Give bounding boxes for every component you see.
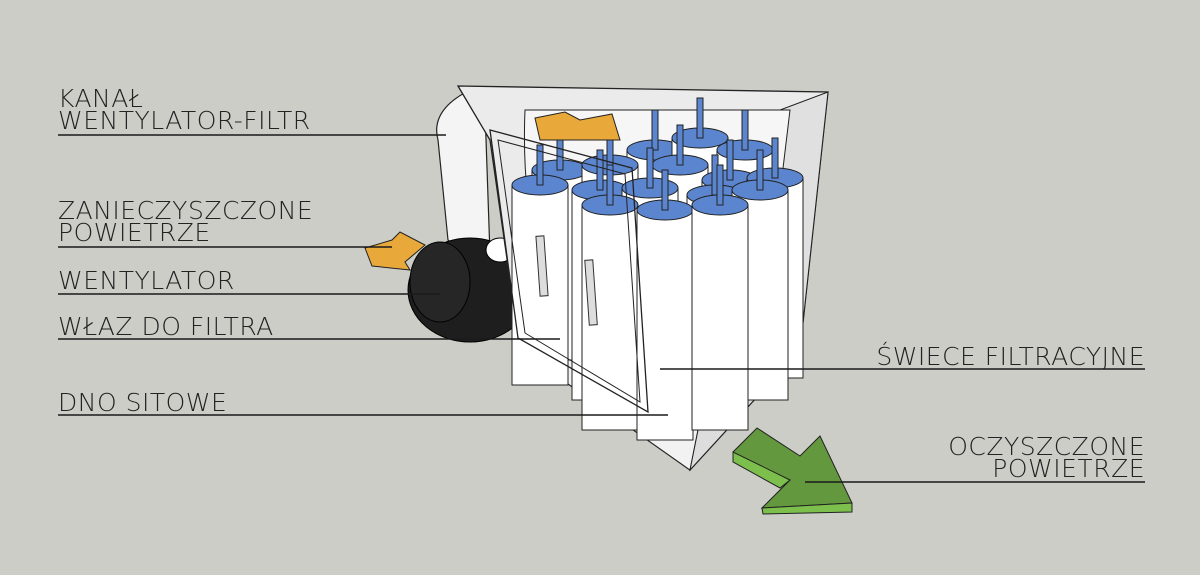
label-dirty-air-line-1: ZANIECZYSZCZONE — [58, 196, 314, 225]
filter-candle-body — [691, 204, 749, 431]
filter-candle-rod — [536, 144, 544, 186]
label-hatch: WŁAZ DO FILTRA — [58, 312, 274, 341]
filter-candles — [511, 97, 804, 441]
label-duct-line-1: KANAŁ — [58, 84, 144, 113]
label-fan: WENTYLATOR — [58, 266, 235, 295]
label-filter-candles: ŚWIECE FILTRACYJNE — [876, 342, 1145, 371]
filter-candle-rod — [646, 147, 654, 189]
label-clean-air: OCZYSZCZONE POWIETRZE — [948, 432, 1145, 483]
label-clean-air-line-2: POWIETRZE — [992, 454, 1145, 483]
leader-lines — [58, 134, 1145, 483]
label-hatch-line-1: WŁAZ DO FILTRA — [58, 312, 274, 341]
filter-candle-rod — [696, 97, 704, 139]
label-dirty-air: ZANIECZYSZCZONE POWIETRZE — [58, 196, 314, 247]
label-filter-candles-line-1: ŚWIECE FILTRACYJNE — [876, 342, 1145, 371]
filter-candle-rod — [651, 109, 659, 151]
label-dirty-air-line-2: POWIETRZE — [58, 218, 211, 247]
label-sieve-floor: DNO SITOWE — [58, 388, 228, 417]
filter-candle-rod — [676, 124, 684, 166]
filter-candle-rod — [756, 149, 764, 191]
filter-candle-rod — [596, 149, 604, 191]
hatch-door — [489, 129, 649, 414]
filter-candle-body — [636, 209, 694, 441]
filter-candle-rod — [716, 164, 724, 206]
inlet-arrow-icon — [364, 231, 426, 271]
label-duct: KANAŁ WENTYLATOR-FILTR — [58, 84, 311, 135]
outlet-arrow-icon — [732, 427, 853, 515]
label-sieve-floor-line-1: DNO SITOWE — [58, 388, 228, 417]
filter-candle-rod — [661, 169, 669, 211]
label-fan-line-1: WENTYLATOR — [58, 266, 235, 295]
filter-candle-rod — [741, 109, 749, 151]
label-duct-line-2: WENTYLATOR-FILTR — [58, 106, 311, 135]
label-clean-air-line-1: OCZYSZCZONE — [948, 432, 1145, 461]
filter-candle-rod — [606, 164, 614, 206]
filter-candle-rod — [771, 137, 779, 179]
filter-candle-rod — [726, 139, 734, 181]
inner-inlet-plate — [534, 111, 621, 141]
